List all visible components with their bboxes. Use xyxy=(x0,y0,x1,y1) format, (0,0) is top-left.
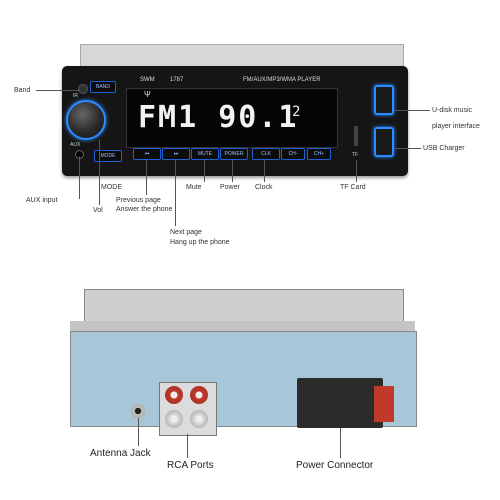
label-prev-2: Answer the phone xyxy=(116,206,173,213)
clk-button[interactable]: CLK xyxy=(252,148,280,160)
display-channel: 2 xyxy=(292,104,301,120)
label-udisk-2: player interface xyxy=(432,123,480,130)
leader-tf xyxy=(356,160,357,182)
leader-antenna xyxy=(138,418,139,446)
label-udisk: U-disk music xyxy=(432,107,473,114)
label-usb-charger: USB Charger xyxy=(423,145,465,152)
label-clock: Clock xyxy=(255,184,273,191)
prev-button[interactable]: ⏮ xyxy=(133,148,161,160)
leader-rca xyxy=(187,434,188,458)
label-prev-1: Previous page xyxy=(116,197,161,204)
leader-clock xyxy=(264,160,265,182)
power-connector xyxy=(297,378,383,428)
format-text: FM/AUX/MP3/WMA PLAYER xyxy=(243,77,321,83)
usb-port-music[interactable] xyxy=(374,85,394,115)
ch-plus-button[interactable]: CH+ xyxy=(307,148,331,160)
display-frequency: FM1 90.1 xyxy=(138,100,299,135)
leader-power xyxy=(232,160,233,182)
antenna-jack xyxy=(131,404,145,418)
leader-band xyxy=(36,90,80,91)
leader-aux xyxy=(79,156,80,199)
ch-minus-button[interactable]: CH- xyxy=(281,148,305,160)
power-button[interactable]: POWER xyxy=(220,148,248,160)
ir-mark: IR xyxy=(73,93,78,99)
rca-port-white-2 xyxy=(190,410,208,428)
label-vol: Vol xyxy=(93,207,103,214)
rca-port-white-1 xyxy=(165,410,183,428)
volume-knob[interactable] xyxy=(66,100,106,140)
tf-slot[interactable] xyxy=(354,126,358,146)
label-next-2: Hang up the phone xyxy=(170,239,230,246)
lcd-display xyxy=(126,88,338,148)
aux-mark: AUX xyxy=(70,142,81,148)
label-tf-card: TF Card xyxy=(340,184,366,191)
model-number: 1787 xyxy=(170,77,184,83)
chassis-rear-top xyxy=(84,289,404,323)
signal-icon: Ψ xyxy=(144,90,151,99)
usb-port-charger[interactable] xyxy=(374,127,394,157)
leader-usb xyxy=(395,148,421,149)
mode-button[interactable]: MODE xyxy=(94,150,122,162)
tf-mark: TF xyxy=(352,152,359,158)
label-antenna: Antenna Jack xyxy=(90,448,151,459)
leader-prev xyxy=(146,160,147,195)
label-next-1: Next page xyxy=(170,229,202,236)
label-power: Power xyxy=(220,184,240,191)
mute-button[interactable]: MUTE xyxy=(191,148,219,160)
leader-vol xyxy=(99,140,100,205)
leader-udisk xyxy=(395,110,430,111)
label-power-connector: Power Connector xyxy=(296,460,374,471)
model-name: SWM xyxy=(140,77,155,83)
rca-port-red-1 xyxy=(165,386,183,404)
label-aux-input: AUX input xyxy=(26,197,58,204)
chassis-rear-lid xyxy=(70,321,415,331)
power-connector-fuse xyxy=(374,386,394,422)
band-button[interactable]: BAND xyxy=(90,81,116,93)
ir-sensor xyxy=(78,84,88,94)
label-band: Band xyxy=(14,87,31,94)
leader-next xyxy=(175,160,176,226)
leader-mute xyxy=(204,160,205,182)
next-button[interactable]: ⏭ xyxy=(162,148,190,160)
label-mute: Mute xyxy=(186,184,202,191)
label-rca: RCA Ports xyxy=(167,460,214,471)
leader-power-connector xyxy=(340,428,341,458)
label-mode: MODE xyxy=(101,184,122,191)
rca-port-red-2 xyxy=(190,386,208,404)
